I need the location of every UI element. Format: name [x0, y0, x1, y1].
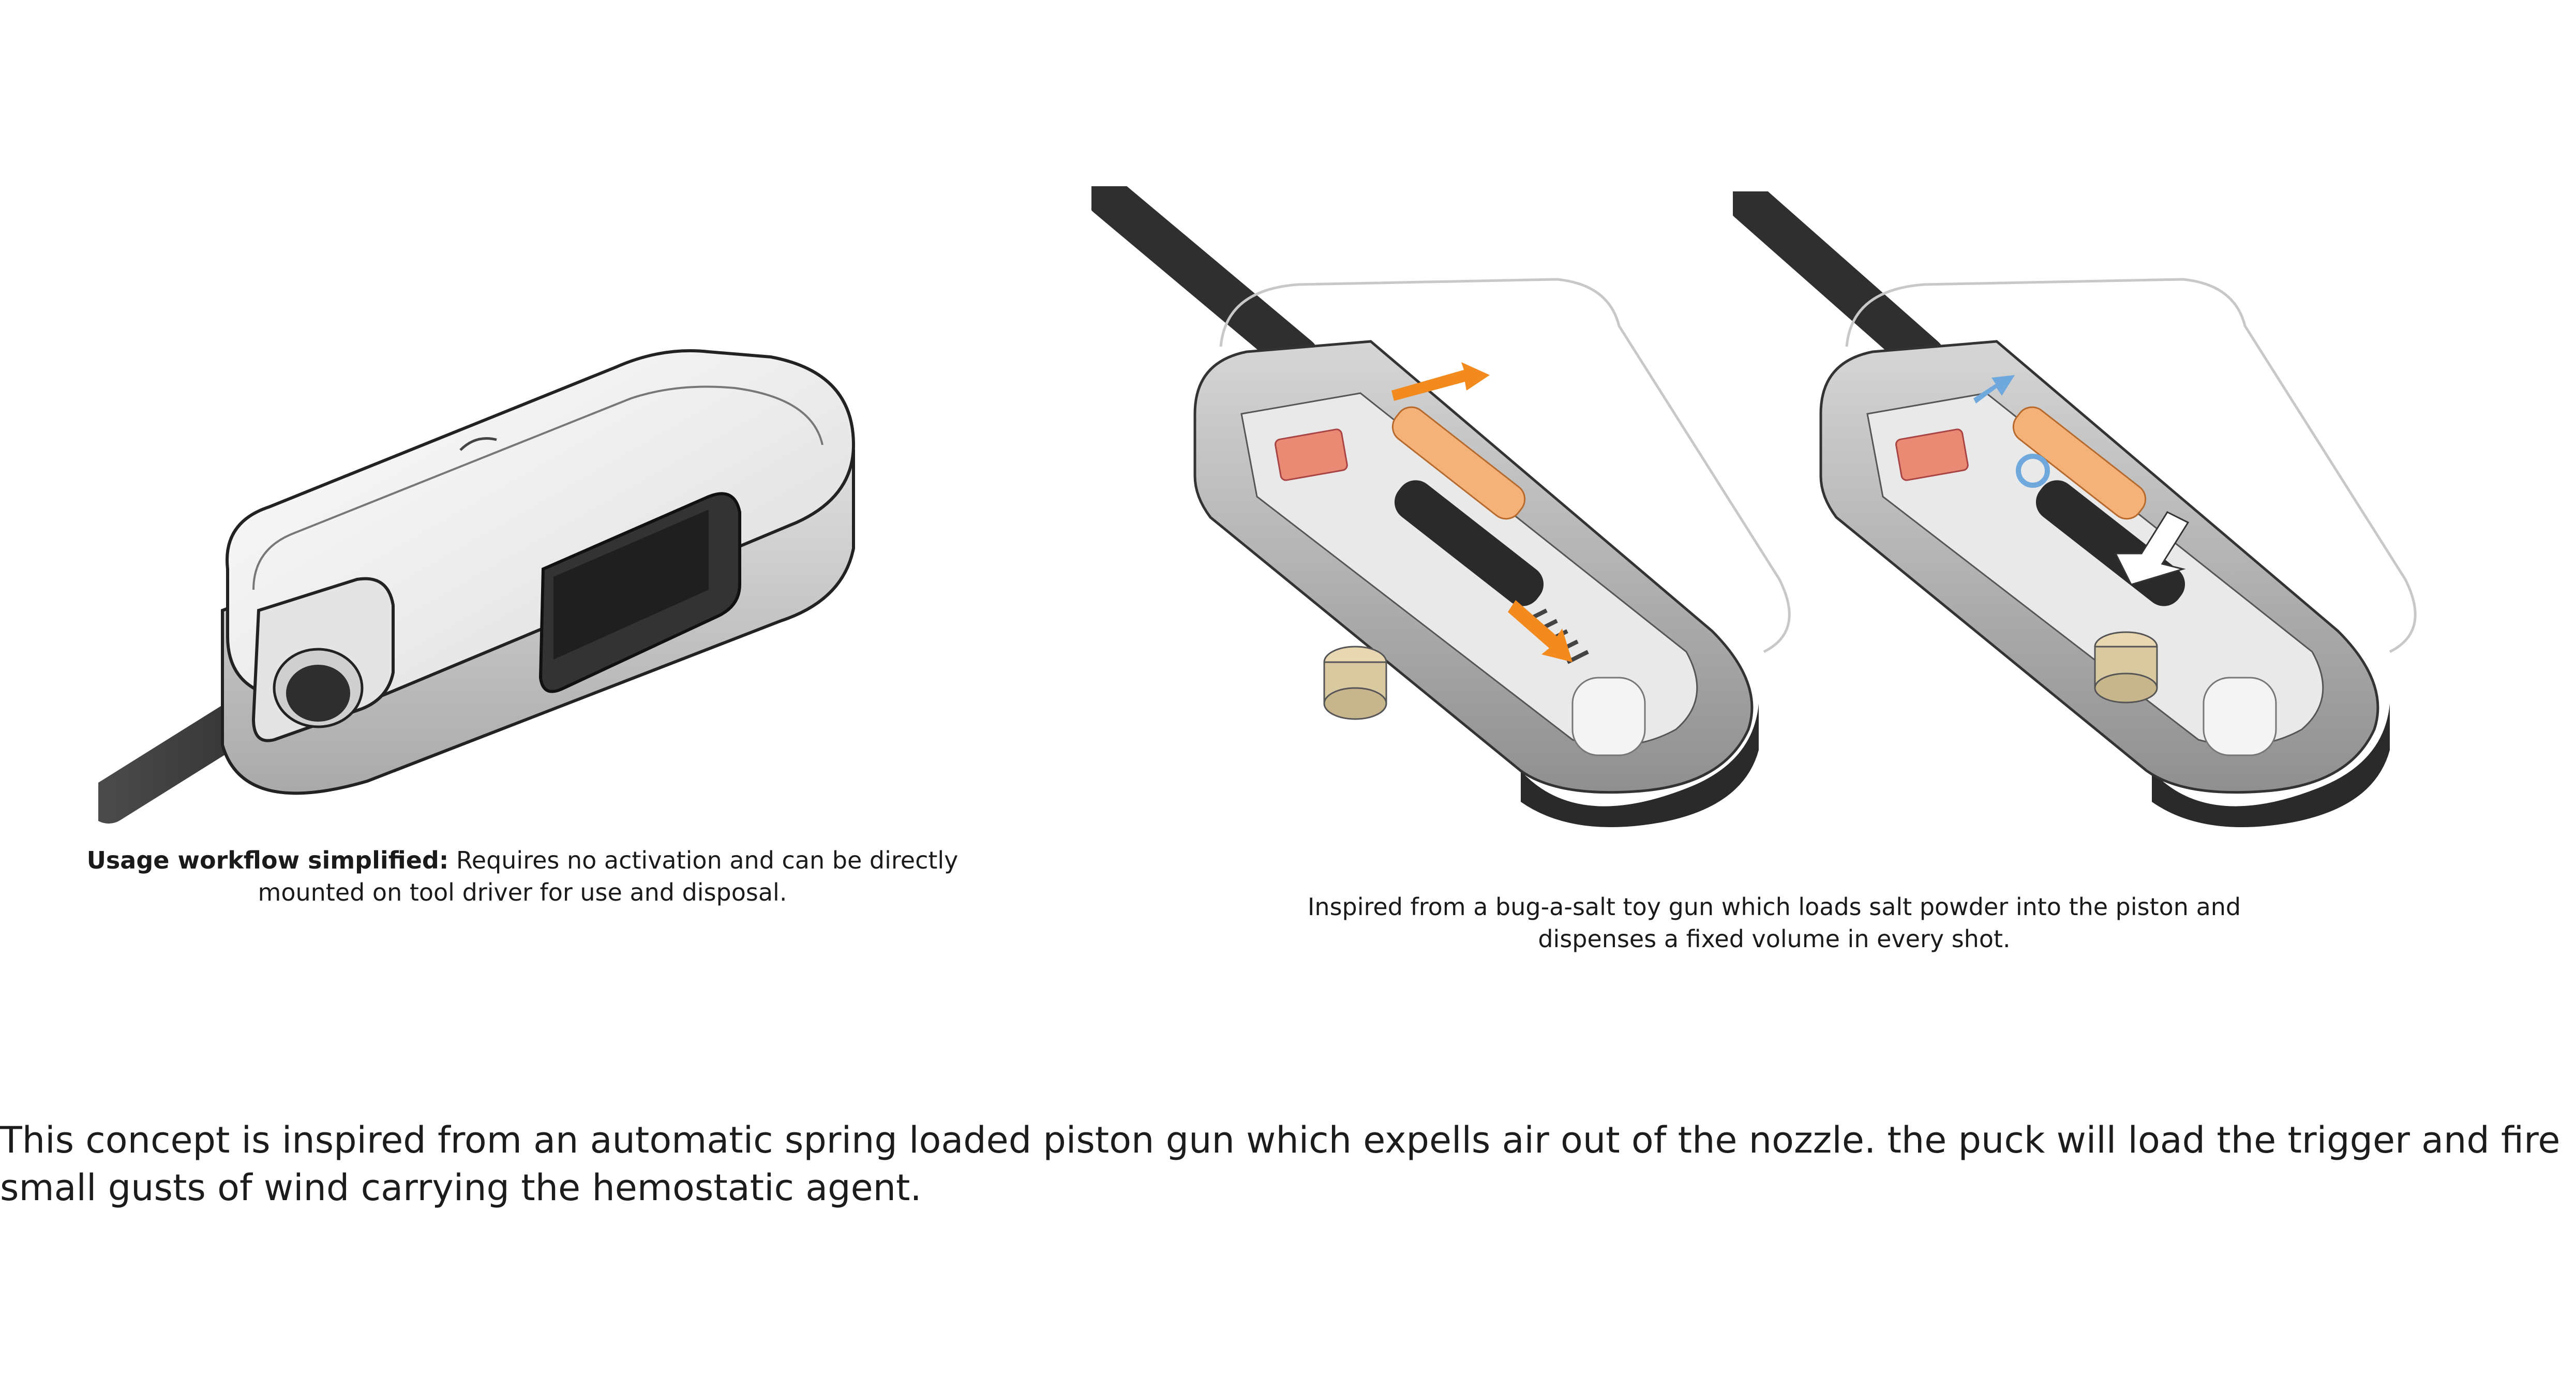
- orange-arrow-icon: [1391, 362, 1572, 662]
- caption-bold-lead: Usage workflow simplified:: [86, 846, 449, 874]
- puck-cutaway-firing-icon: [1733, 191, 2417, 827]
- inspiration-caption: Inspired from a bug-a-salt toy gun which…: [1307, 893, 2241, 953]
- concept-description: This concept is inspired from an automat…: [0, 1119, 2560, 1209]
- puck-cutaway-loading-figure: [1091, 186, 1826, 843]
- puck-cutaway-firing-figure: [1733, 191, 2457, 843]
- blue-arrow-icon: [1973, 375, 2050, 488]
- usage-workflow-caption: Usage workflow simplified: Requires no a…: [67, 844, 978, 908]
- closed-puck-device-figure: [98, 279, 885, 828]
- caption-rest: Requires no activation and can be direct…: [258, 846, 958, 906]
- closed-puck-device-icon: [98, 349, 856, 824]
- puck-cutaway-loading-icon: [1091, 186, 1791, 827]
- white-arrow-icon: [2114, 511, 2190, 586]
